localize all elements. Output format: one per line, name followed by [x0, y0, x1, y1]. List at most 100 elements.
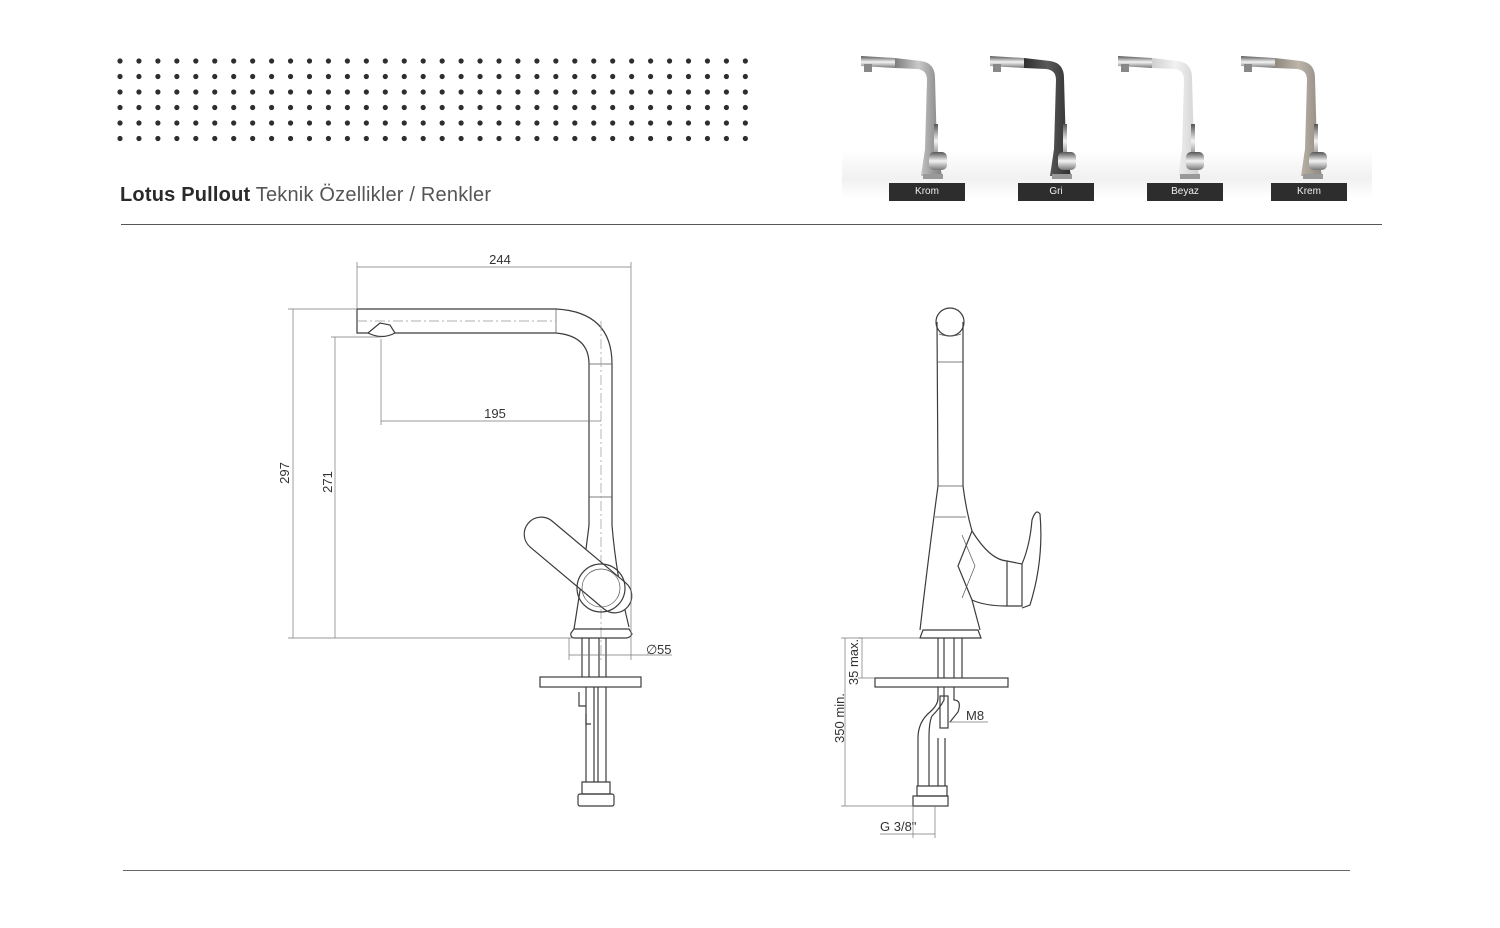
pattern-dot	[231, 73, 237, 80]
dim-195-lines	[380, 339, 601, 425]
pattern-dot	[591, 89, 597, 95]
pattern-dot	[420, 104, 426, 111]
pattern-dot	[610, 73, 616, 80]
side-connection-nut	[912, 795, 949, 807]
pattern-dot	[572, 58, 578, 64]
pattern-dot	[477, 58, 483, 64]
pattern-dot	[344, 135, 350, 142]
pattern-dot	[382, 73, 388, 80]
pattern-dot	[685, 120, 692, 126]
pattern-dot	[136, 58, 142, 64]
pattern-dot	[193, 104, 199, 111]
pattern-dot	[458, 104, 464, 111]
label-stud: M8	[966, 708, 984, 723]
pattern-dot	[515, 135, 521, 142]
page-subtitle: Teknik Özellikler / Renkler	[255, 184, 492, 206]
pattern-dot	[458, 73, 464, 80]
pattern-dot	[269, 104, 275, 111]
pattern-dot	[155, 120, 161, 126]
mounting-shank	[581, 638, 607, 677]
pattern-dot	[344, 120, 350, 126]
pattern-dot	[439, 135, 445, 142]
pattern-dot	[496, 73, 502, 80]
spout-head-outlet	[938, 333, 962, 337]
dim-297-lines	[288, 308, 574, 639]
pattern-dot	[496, 89, 502, 95]
pattern-dot	[363, 135, 369, 142]
color-label-krem: Krem	[1271, 183, 1347, 201]
pattern-dot	[685, 89, 692, 95]
pattern-dot	[648, 120, 654, 126]
pattern-dot	[212, 104, 218, 111]
side-mounting-plate	[874, 677, 1009, 688]
pattern-dot	[231, 58, 237, 64]
pattern-dot	[591, 120, 597, 126]
pattern-dot	[591, 73, 597, 80]
pattern-dot	[685, 73, 692, 80]
pattern-dot	[534, 104, 540, 111]
pattern-dot	[704, 120, 711, 126]
dim-width: 244	[489, 252, 511, 267]
dim-reach: 195	[484, 406, 506, 421]
dim-g38-lines	[880, 806, 936, 838]
pattern-dot	[648, 73, 654, 80]
dim-hose-length: 350 min.	[832, 693, 847, 743]
side-stud	[939, 695, 949, 729]
pattern-dot	[704, 73, 711, 80]
dim-350-lines	[841, 637, 913, 807]
header-divider	[121, 224, 1382, 225]
pattern-dot	[477, 104, 483, 111]
pattern-dot	[363, 120, 369, 126]
pattern-dot	[287, 104, 294, 111]
pattern-dot	[174, 73, 180, 80]
pattern-dot	[287, 135, 294, 142]
spout-head	[935, 307, 965, 337]
pattern-dot	[572, 120, 578, 126]
pattern-dot	[742, 73, 748, 80]
color-swatch-beyaz	[1112, 44, 1232, 184]
pattern-dot	[704, 104, 711, 111]
pattern-dot	[723, 135, 730, 142]
pattern-dot	[515, 120, 521, 126]
pattern-dot	[401, 120, 407, 126]
dim-35-lines	[858, 637, 920, 679]
pattern-dot	[287, 120, 294, 126]
pattern-dot	[325, 135, 332, 142]
pattern-dot	[723, 120, 730, 126]
dim-total-height: 297	[277, 462, 292, 484]
pattern-dot	[174, 104, 180, 111]
pattern-dot	[572, 104, 578, 111]
pattern-dot	[742, 58, 748, 64]
faucet-image	[1241, 56, 1327, 179]
pattern-dot	[325, 89, 332, 95]
pattern-dot	[250, 104, 256, 111]
pattern-dot	[591, 58, 597, 64]
pattern-dot	[458, 120, 464, 126]
pattern-dot	[136, 104, 142, 111]
color-swatch-gri	[984, 44, 1104, 184]
side-view: 35 max. 350 min. M8 G 3/8"	[832, 307, 1042, 838]
pattern-dot	[496, 58, 502, 64]
pattern-dot	[629, 120, 635, 126]
dot-pattern	[117, 58, 748, 142]
pattern-dot	[420, 58, 426, 64]
lever-handle	[523, 516, 633, 614]
pattern-dot	[287, 73, 294, 80]
cartridge-ring	[576, 563, 626, 613]
pattern-dot	[629, 89, 635, 95]
pattern-dot	[193, 89, 199, 95]
pattern-dot	[477, 135, 483, 142]
pattern-dot	[648, 104, 654, 111]
pattern-dot	[723, 58, 730, 64]
pattern-dot	[269, 58, 275, 64]
pattern-dot	[250, 89, 256, 95]
pattern-dot	[155, 135, 161, 142]
dim-outlet-height: 271	[320, 471, 335, 493]
pattern-dot	[250, 135, 256, 142]
dim-55-lines	[568, 638, 672, 660]
color-label-beyaz: Beyaz	[1147, 183, 1223, 201]
pattern-dot	[496, 104, 502, 111]
pattern-dot	[742, 104, 748, 111]
pattern-dot	[723, 104, 730, 111]
pattern-dot	[610, 58, 616, 64]
